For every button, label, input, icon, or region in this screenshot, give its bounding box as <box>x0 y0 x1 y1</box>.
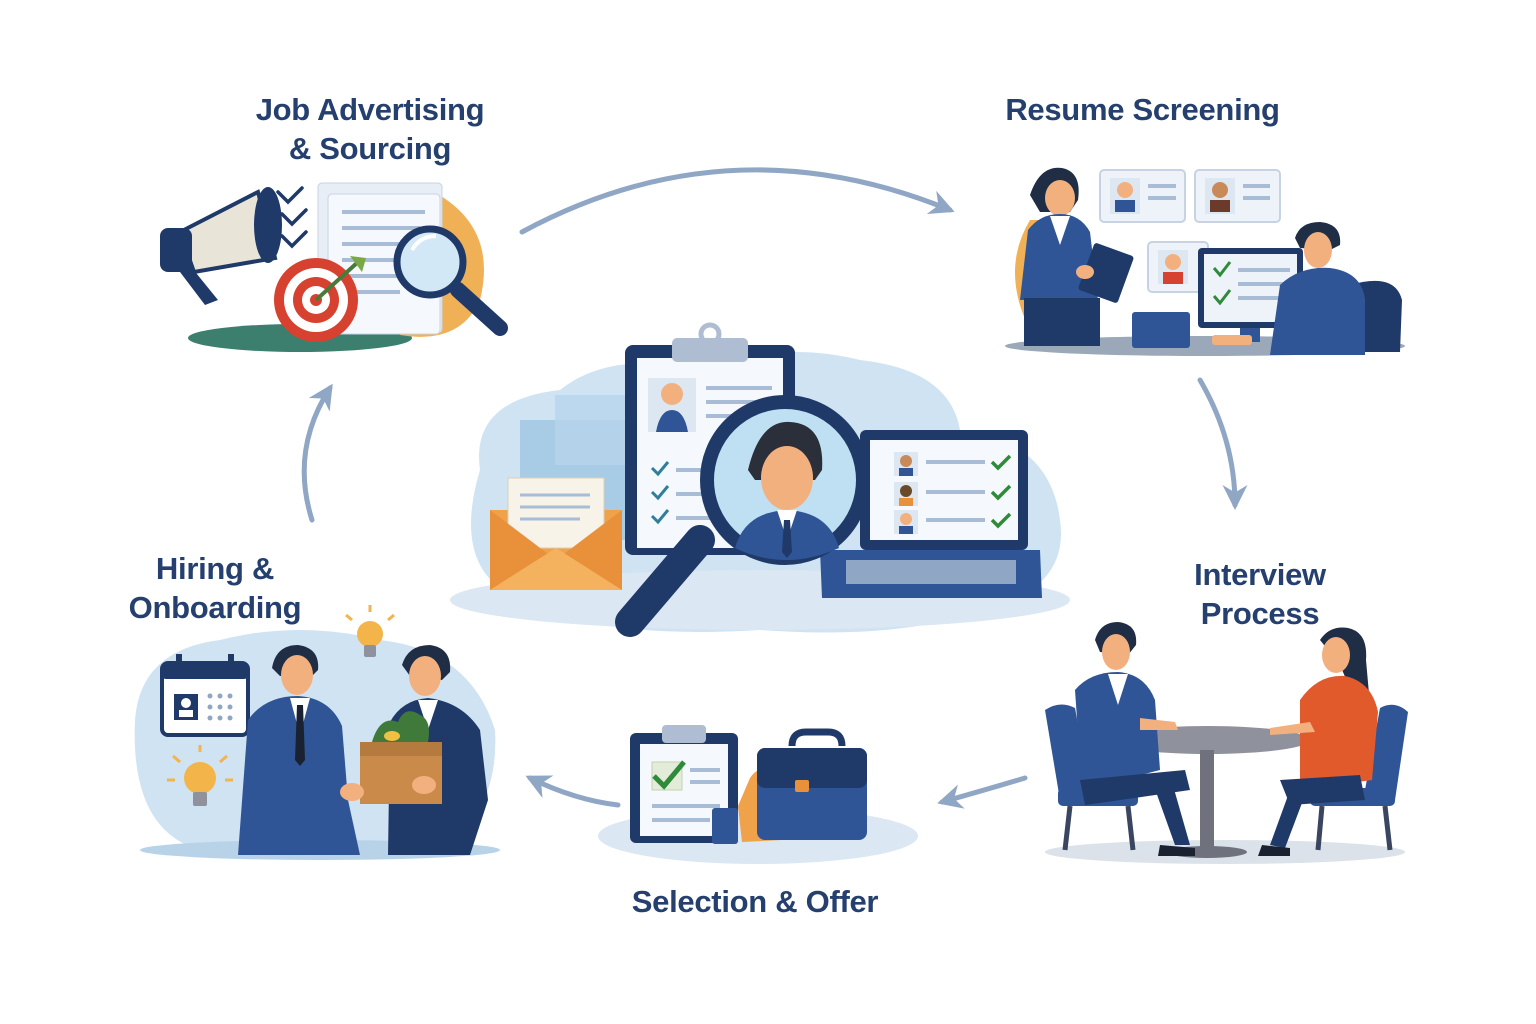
interview-illustration <box>1045 622 1408 864</box>
resume-card-2 <box>1194 169 1281 223</box>
candidate-woman <box>1258 627 1378 856</box>
checkmark-icon <box>652 760 686 790</box>
calendar-icon <box>160 654 250 737</box>
lightbulb-icon <box>167 745 233 806</box>
laptop-icon <box>1132 312 1190 348</box>
interviewer-man <box>1075 622 1195 856</box>
arrow-interview-to-offer <box>937 775 1028 809</box>
onboarding-illustration <box>134 605 500 860</box>
clipboard-icon <box>630 725 738 843</box>
stage-label-offer: Selection & Offer <box>631 884 879 919</box>
screening-illustration <box>1005 167 1405 356</box>
lightbulb-icon <box>345 605 395 657</box>
new-hire-man <box>238 645 360 855</box>
arrow-offer-to-onboarding <box>525 775 621 808</box>
stage-label-onboarding: Hiring & Onboarding <box>128 551 302 625</box>
laptop-icon <box>820 430 1042 598</box>
stage-label-screening: Resume Screening <box>1005 92 1280 127</box>
envelope-icon <box>490 477 622 590</box>
sourcing-illustration <box>160 182 508 352</box>
stage-label-interview: Interview Process <box>1194 557 1326 631</box>
stage-label-sourcing: Job Advertising & Sourcing <box>255 92 485 166</box>
magnifier-icon <box>393 225 508 336</box>
offer-illustration <box>598 725 918 864</box>
target-icon <box>274 256 366 342</box>
magnifier-icon <box>615 395 870 637</box>
briefcase-icon <box>757 728 867 840</box>
megaphone-icon <box>160 187 282 305</box>
resume-card-3 <box>1147 241 1209 293</box>
checkmark-icon <box>990 454 1012 529</box>
arrow-sourcing-to-screening <box>519 167 955 235</box>
resume-card-1 <box>1099 169 1186 223</box>
box-icon <box>340 711 442 804</box>
arrow-screening-to-interview <box>1197 377 1248 510</box>
central-illustration <box>450 322 1070 637</box>
arrow-onboarding-to-sourcing <box>301 383 333 523</box>
reviewer-man <box>1132 222 1402 355</box>
cycle-arrows <box>301 167 1248 809</box>
clipboard-icon <box>1078 243 1134 303</box>
recruiter-woman <box>1020 167 1134 346</box>
